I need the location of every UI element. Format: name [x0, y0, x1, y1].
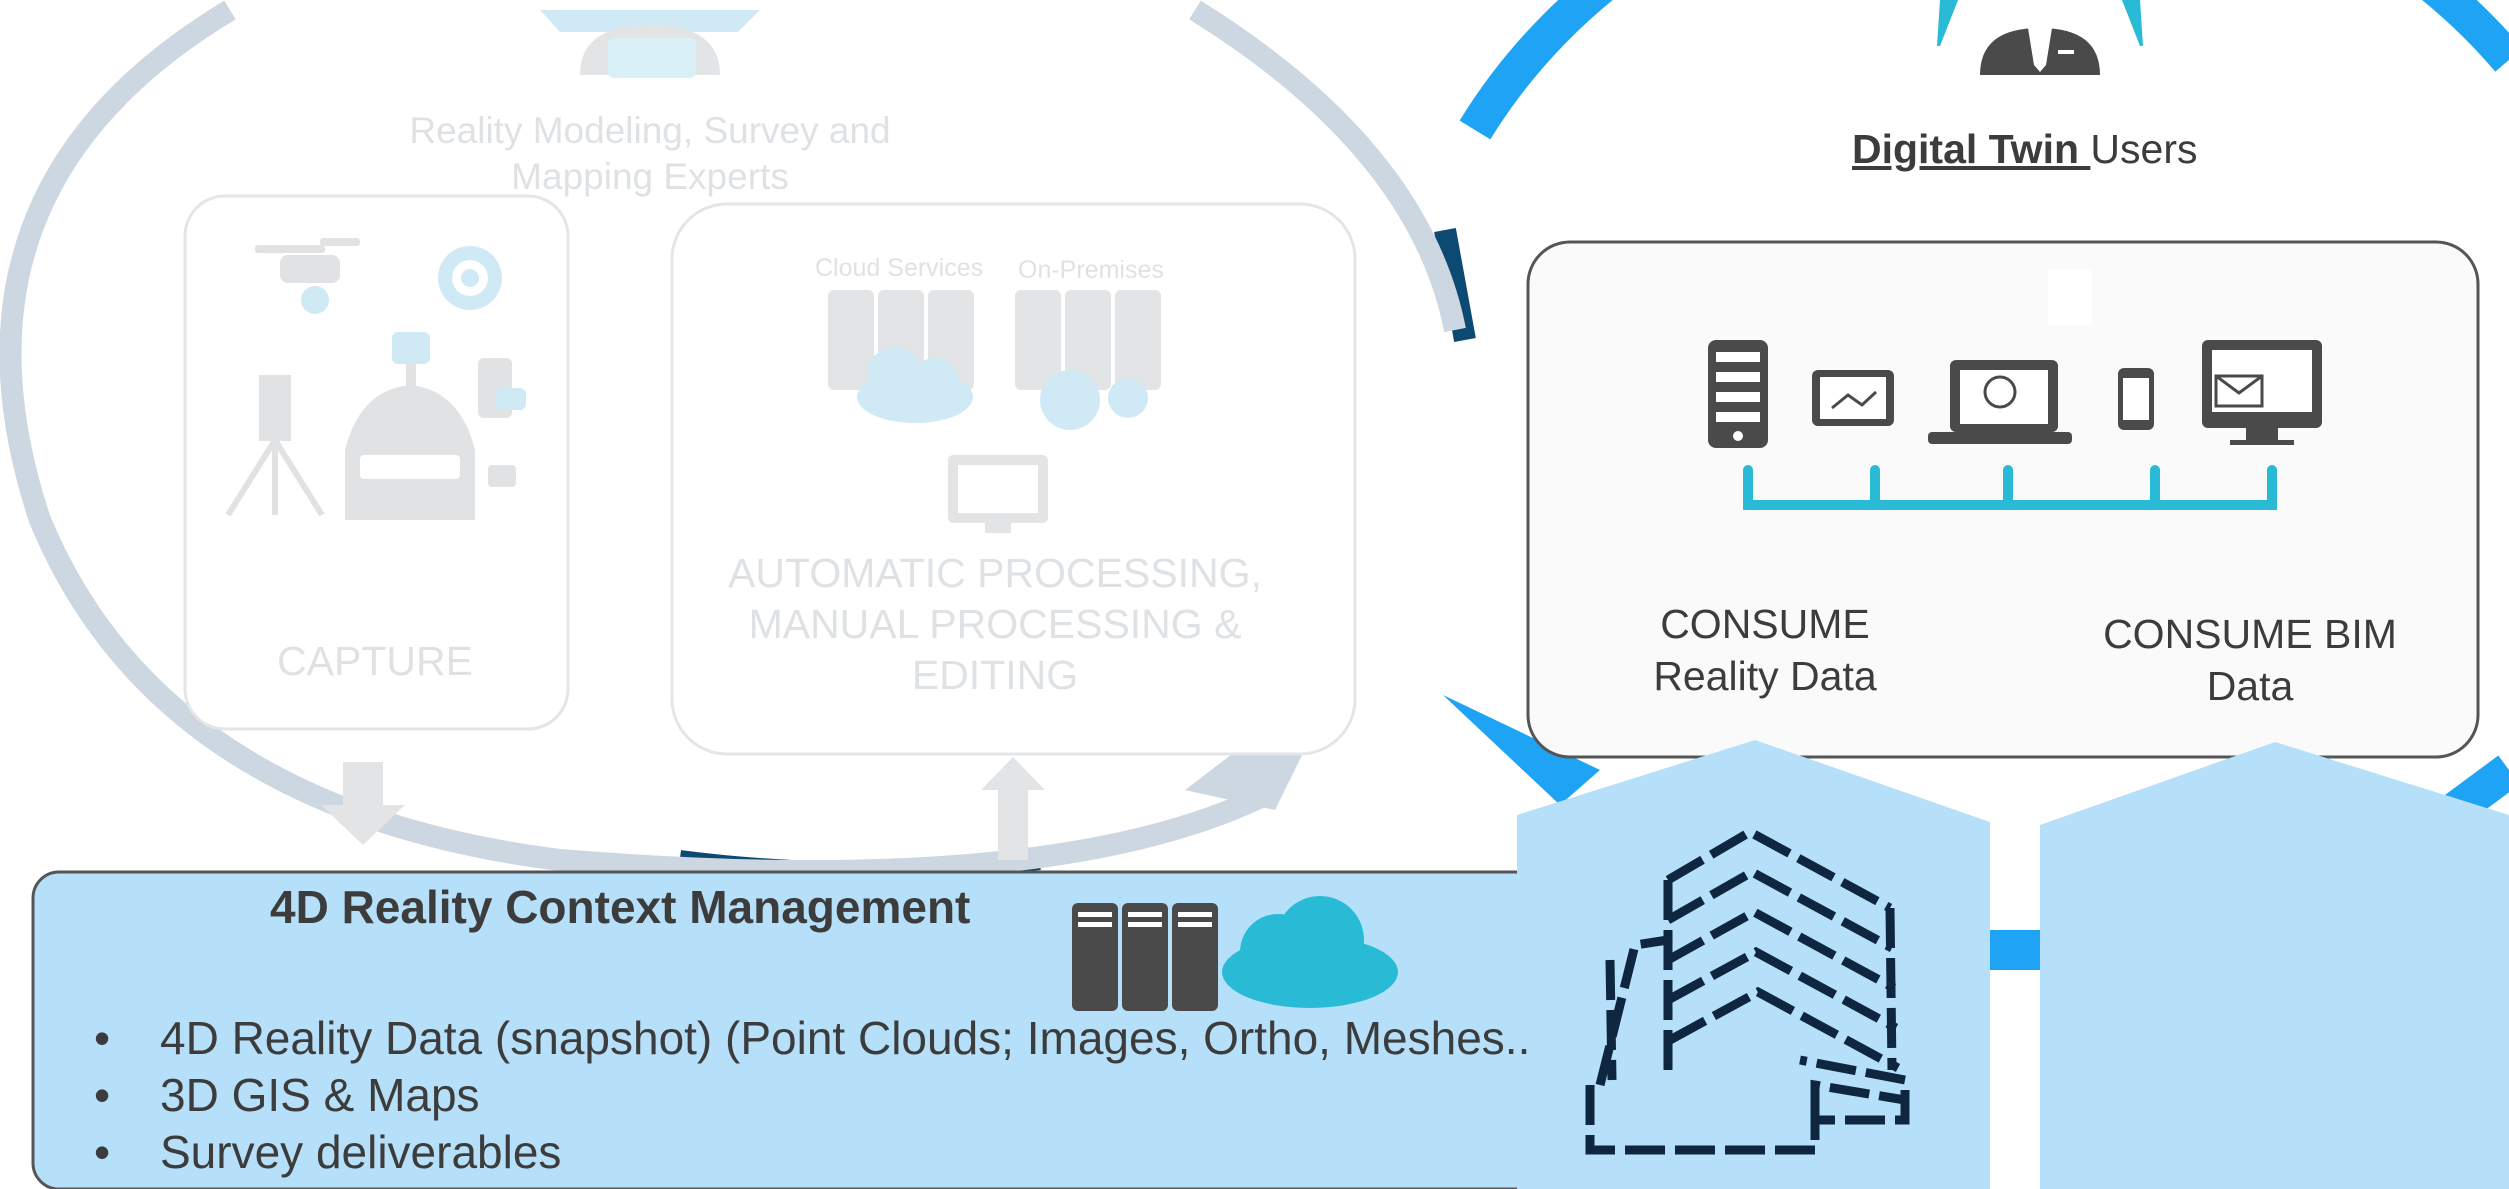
- handheld-scanner-icon: [478, 358, 526, 487]
- capture-loop-arc-top: [1189, 0, 1466, 333]
- cloud-server-icon: [828, 290, 974, 423]
- server-rack-icon: [1072, 903, 1218, 1011]
- user-icon-faded: [540, 10, 760, 78]
- building-icon: [1585, 826, 1910, 1155]
- cloud-services-label: Cloud Services: [815, 254, 984, 282]
- server-tower-icon: [1708, 340, 1768, 448]
- users-title-bold: Digital Twin: [1852, 126, 2091, 172]
- cloud-icon: [1222, 896, 1398, 1008]
- management-list: 4D Reality Data (snapshot) (Point Clouds…: [90, 1010, 1530, 1181]
- capture-loop-arc: [0, 0, 1270, 882]
- desktop-mail-icon: [2202, 340, 2322, 445]
- on-premises-label: On-Premises: [1018, 256, 1164, 284]
- management-title: 4D Reality Context Management: [270, 881, 971, 933]
- list-item: Survey deliverables: [90, 1124, 1530, 1181]
- tablet-map-icon: [1812, 370, 1894, 426]
- network-bus: [1743, 465, 2277, 510]
- users-box-highlight: [2048, 270, 2092, 326]
- consume-reality-label: CONSUME Reality Data: [1653, 601, 1877, 699]
- monitor-icon: [948, 455, 1048, 533]
- capture-label: CAPTURE: [277, 638, 473, 684]
- experts-title: Reality Modeling, Survey and Mapping Exp…: [409, 110, 891, 197]
- businessman-icon: [1937, 0, 2143, 75]
- users-loop-arrowhead: [1443, 695, 1600, 805]
- on-premises-server-icon: [1015, 290, 1161, 430]
- car-scanner-icon: [345, 332, 475, 520]
- sensor-disc-icon: [438, 246, 502, 310]
- users-loop-bridge: [1980, 930, 2046, 970]
- processing-up-arrow: [981, 757, 1045, 860]
- capture-down-arrow: [321, 762, 405, 845]
- users-title-rest: Users: [2090, 126, 2198, 172]
- users-title: Digital Twin Users: [1852, 126, 2197, 173]
- list-item: 3D GIS & Maps: [90, 1067, 1530, 1124]
- camera-tripod-icon: [225, 375, 325, 517]
- list-item: 4D Reality Data (snapshot) (Point Clouds…: [90, 1010, 1530, 1067]
- house-right: [2040, 742, 2509, 1189]
- processing-label: AUTOMATIC PROCESSING, MANUAL PROCESSING …: [728, 550, 1262, 698]
- consume-bim-label: CONSUME BIM Data: [2103, 611, 2397, 709]
- phone-icon: [2118, 368, 2154, 430]
- drone-icon: [255, 238, 360, 314]
- laptop-globe-icon: [1928, 360, 2072, 444]
